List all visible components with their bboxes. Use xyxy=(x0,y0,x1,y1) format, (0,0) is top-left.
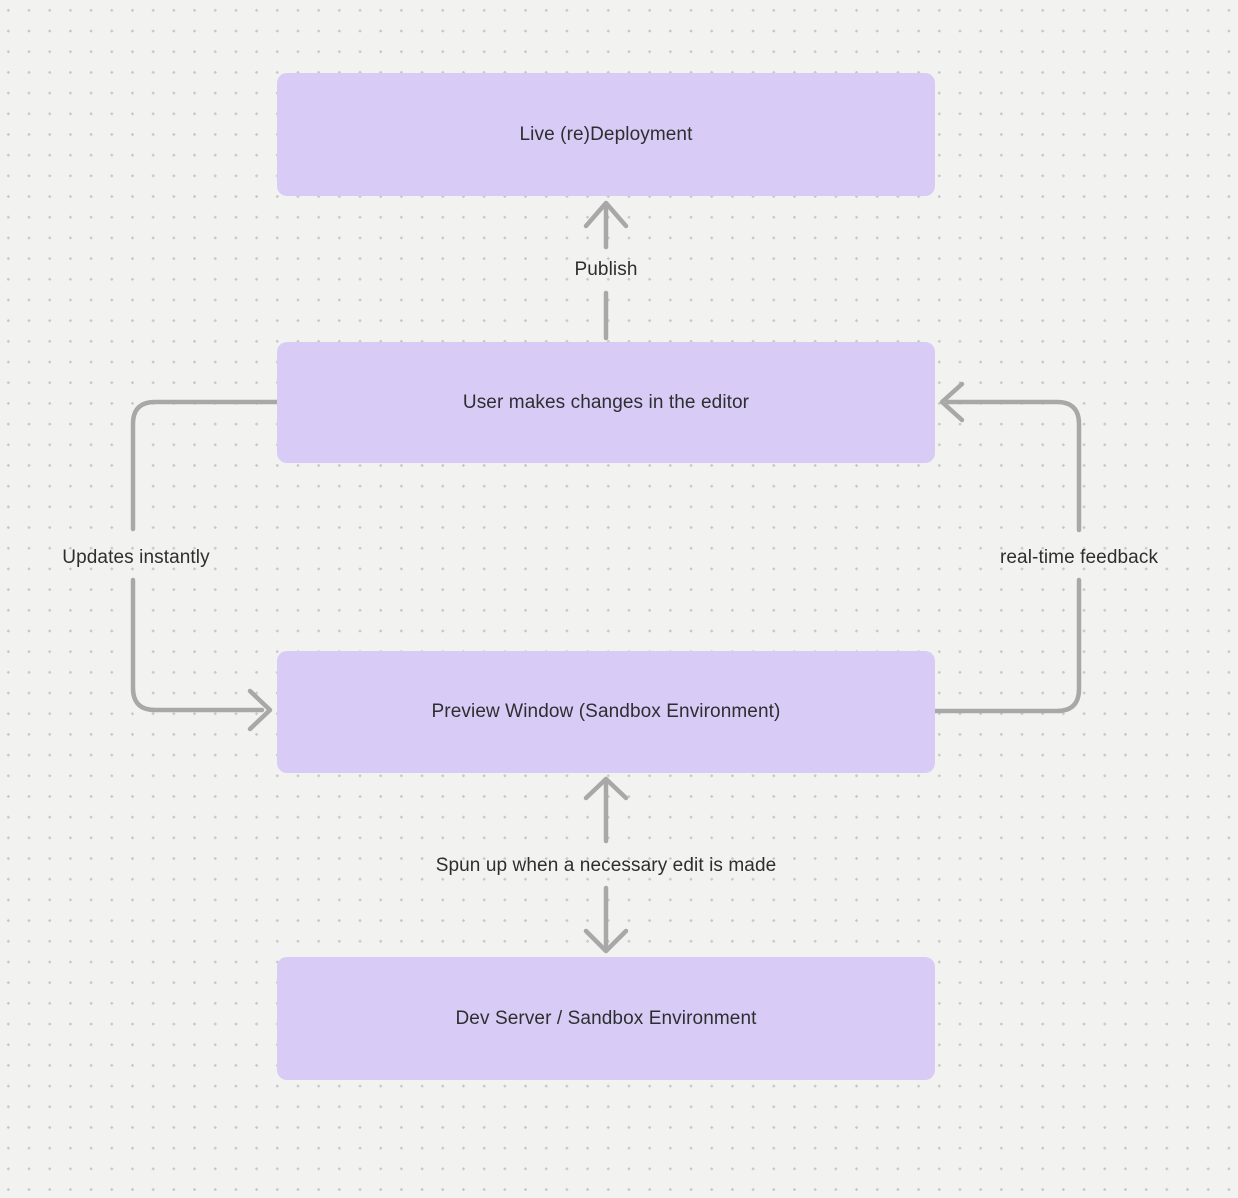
edge-label-spun-up: Spun up when a necessary edit is made xyxy=(435,855,777,876)
updates-line-lower xyxy=(130,577,265,713)
node-user-editor-label: User makes changes in the editor xyxy=(462,391,750,413)
node-live-redeployment-label: Live (re)Deployment xyxy=(519,123,693,145)
feedback-line-upper xyxy=(945,399,1082,533)
node-preview-window: Preview Window (Sandbox Environment) xyxy=(277,651,935,773)
updates-arrowhead-right-icon xyxy=(247,688,273,732)
edge-label-publish: Publish xyxy=(574,259,638,280)
edge-label-updates-instantly: Updates instantly xyxy=(62,547,210,568)
node-user-editor: User makes changes in the editor xyxy=(277,342,935,463)
publish-arrowhead-up-icon xyxy=(583,200,629,229)
edge-label-realtime-feedback: real-time feedback xyxy=(999,547,1159,568)
updates-line-upper xyxy=(130,399,280,532)
feedback-line-lower xyxy=(932,577,1082,714)
spunup-arrowhead-down-icon xyxy=(583,928,629,954)
node-live-redeployment: Live (re)Deployment xyxy=(277,73,935,196)
node-preview-window-label: Preview Window (Sandbox Environment) xyxy=(431,701,781,722)
node-dev-server: Dev Server / Sandbox Environment xyxy=(277,957,935,1080)
feedback-arrowhead-left-icon xyxy=(939,381,965,423)
spunup-arrowhead-up-icon xyxy=(583,776,629,801)
node-dev-server-label: Dev Server / Sandbox Environment xyxy=(455,1007,757,1029)
